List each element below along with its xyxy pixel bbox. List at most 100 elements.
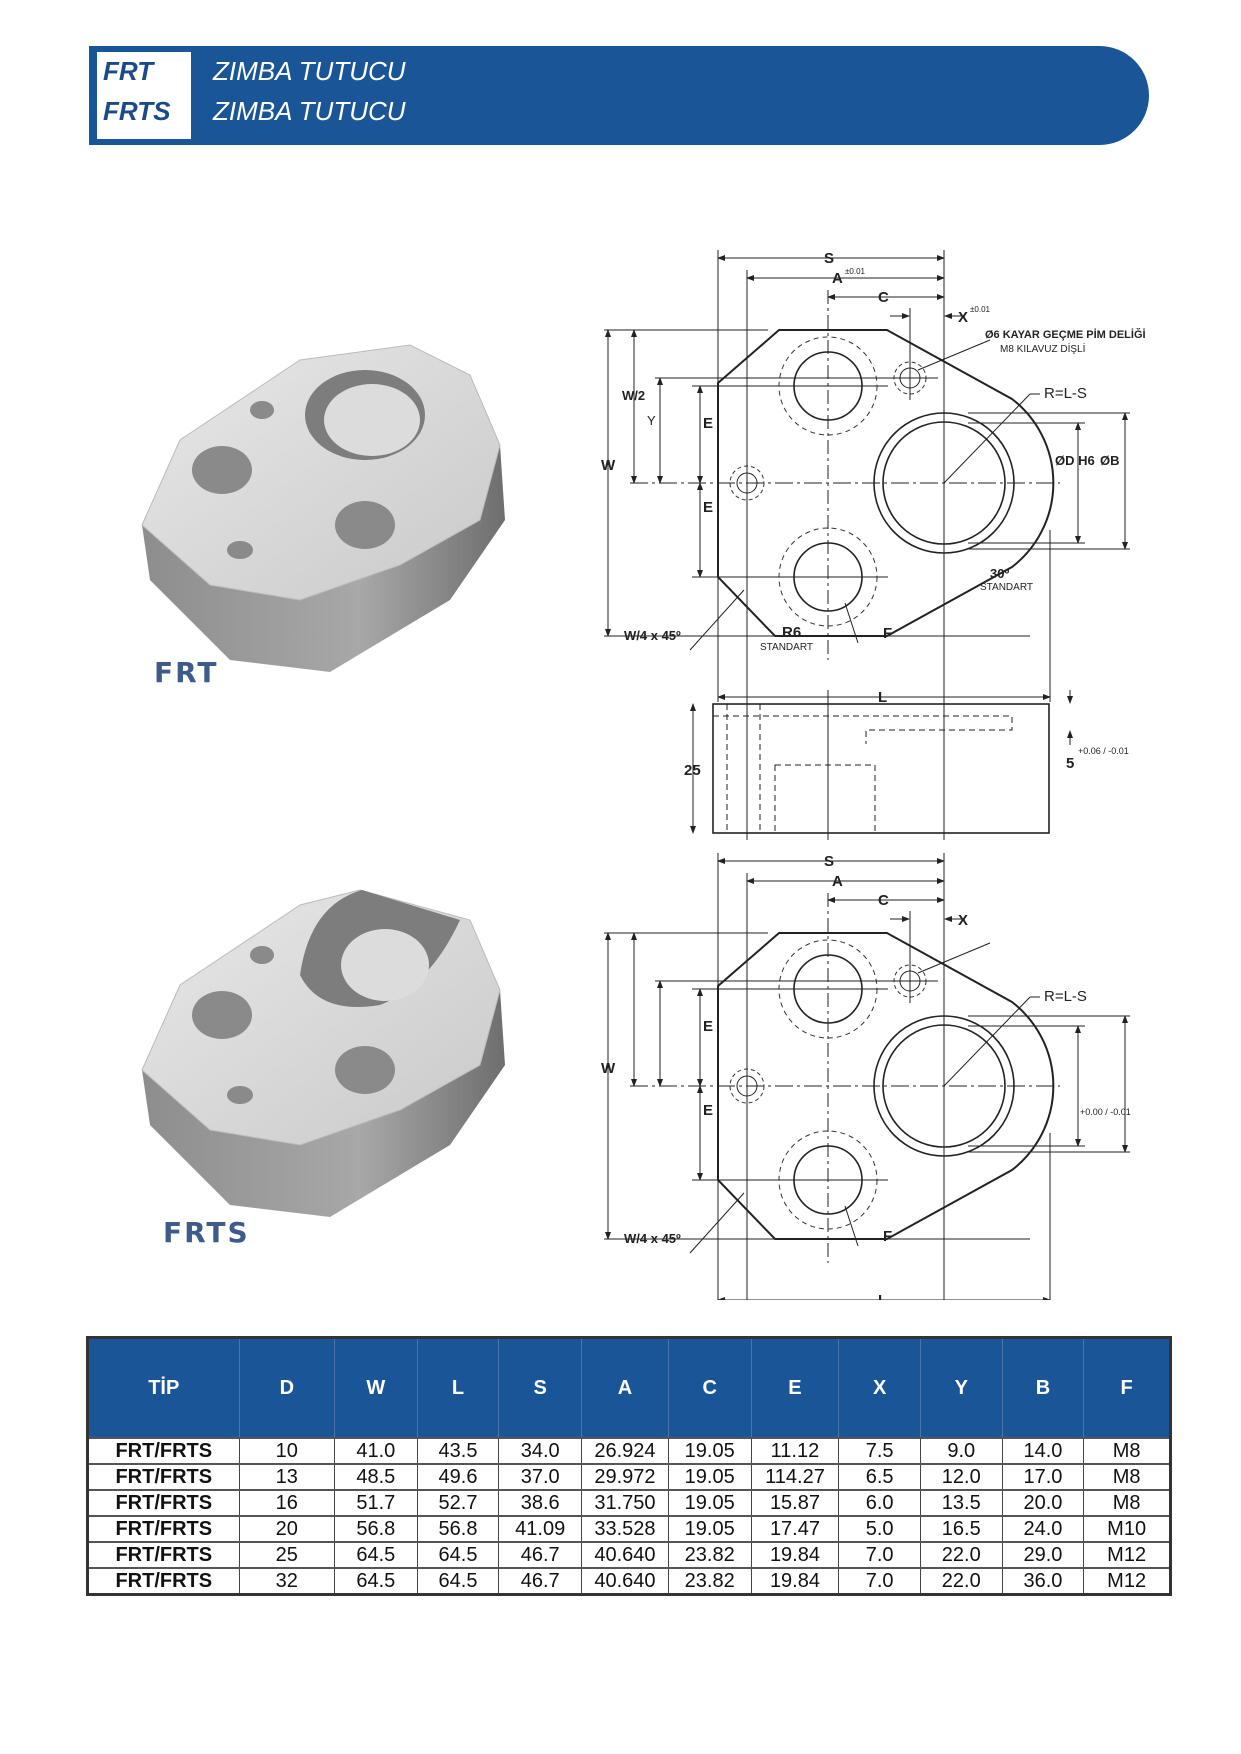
product-title: ZIMBA TUTUCU xyxy=(213,56,406,86)
table-cell: 17.0 xyxy=(1001,1463,1085,1491)
column-header: Y xyxy=(919,1337,1003,1438)
table-cell: 23.82 xyxy=(667,1567,752,1595)
column-header: W xyxy=(334,1337,418,1438)
table-cell: 49.6 xyxy=(416,1463,500,1491)
table-cell: 29.0 xyxy=(1001,1541,1085,1569)
table-cell: 46.7 xyxy=(498,1567,583,1595)
dim-c: C xyxy=(878,289,889,306)
frt-plan-view: S A ±0.01 C X ±0.01 Ø6 KAYAR GEÇME PİM D… xyxy=(601,250,1146,720)
table-cell: 64.5 xyxy=(334,1541,418,1569)
dim-f: F xyxy=(883,625,892,642)
table-cell: 19.05 xyxy=(667,1463,752,1491)
frt-3d-image xyxy=(141,344,505,672)
frt-image-label: FRT xyxy=(154,656,219,689)
column-header: D xyxy=(238,1337,335,1438)
table-cell: 14.0 xyxy=(1001,1437,1085,1465)
dim-c: C xyxy=(878,892,889,909)
table-cell: 32 xyxy=(238,1567,336,1595)
table-cell: 41.0 xyxy=(334,1437,418,1465)
table-cell: 36.0 xyxy=(1001,1567,1085,1595)
table-cell: 64.5 xyxy=(416,1567,500,1595)
dim-r: R=L-S xyxy=(1044,988,1087,1005)
table-cell: 15.87 xyxy=(750,1489,840,1517)
dim-depth: 5 xyxy=(1066,755,1074,772)
table-cell: 7.0 xyxy=(838,1567,921,1595)
dim-x: X xyxy=(958,912,968,929)
side-view xyxy=(690,690,1073,840)
dim-r: R=L-S xyxy=(1044,385,1087,402)
pin-note: M8 KILAVUZ DİŞLİ xyxy=(1000,342,1085,355)
column-header: F xyxy=(1083,1337,1171,1438)
dim-w: W xyxy=(601,1060,616,1077)
table-cell: 7.5 xyxy=(838,1437,921,1465)
column-header: L xyxy=(416,1337,499,1438)
product-code: FRTS xyxy=(103,96,171,126)
table-cell: 6.0 xyxy=(838,1489,921,1517)
table-cell: 48.5 xyxy=(334,1463,418,1491)
dim-a: A xyxy=(832,270,843,287)
dim-r6: R6 xyxy=(782,624,801,641)
table-cell: 64.5 xyxy=(416,1541,500,1569)
dim-chamfer: W/4 x 45º xyxy=(624,1231,681,1246)
technical-drawings: FRT FRTS S A ±0.01 C X ±0.01 Ø6 KAYAR GE… xyxy=(141,0,1146,1300)
table-cell: 17.47 xyxy=(750,1515,840,1543)
dim-angle: 30º xyxy=(990,566,1009,581)
dim-depth-tol: +0.06 / -0.01 xyxy=(1078,746,1129,756)
table-cell: 11.12 xyxy=(750,1437,840,1465)
table-cell: 13.5 xyxy=(919,1489,1003,1517)
table-cell: 25 xyxy=(238,1541,336,1569)
frts-image-label: FRTS xyxy=(163,1216,250,1249)
product-code: FRT xyxy=(103,56,154,86)
table-cell: 12.0 xyxy=(919,1463,1003,1491)
table-cell: 26.924 xyxy=(581,1437,669,1465)
column-header: B xyxy=(1001,1337,1084,1438)
table-cell: 16 xyxy=(238,1489,336,1517)
table-cell: 7.0 xyxy=(838,1541,921,1569)
table-cell: FRT/FRTS xyxy=(87,1515,240,1543)
table-cell: 6.5 xyxy=(838,1463,921,1491)
table-cell: 40.640 xyxy=(581,1541,669,1569)
dim-s: S xyxy=(824,853,834,870)
dim-x: X xyxy=(958,309,968,326)
table-cell: M8 xyxy=(1083,1463,1171,1491)
frts-plan-view: S A C X R=L-S W E E +0.00 / -0.01 W/4 x … xyxy=(601,853,1131,1300)
dim-l: L xyxy=(878,689,887,706)
table-cell: 29.972 xyxy=(581,1463,669,1491)
product-title: ZIMBA TUTUCU xyxy=(213,96,406,126)
table-cell: M12 xyxy=(1083,1541,1171,1569)
table-cell: 24.0 xyxy=(1001,1515,1085,1543)
table-cell: 16.5 xyxy=(919,1515,1003,1543)
table-cell: FRT/FRTS xyxy=(87,1463,240,1491)
table-cell: 10 xyxy=(238,1437,336,1465)
table-cell: 23.82 xyxy=(667,1541,752,1569)
table-cell: 19.05 xyxy=(667,1437,752,1465)
table-cell: 51.7 xyxy=(334,1489,418,1517)
table-cell: 52.7 xyxy=(416,1489,500,1517)
dim-height: 25 xyxy=(684,762,701,779)
table-cell: 31.750 xyxy=(581,1489,669,1517)
table-cell: M12 xyxy=(1083,1567,1171,1595)
table-cell: 41.09 xyxy=(498,1515,583,1543)
dim-s: S xyxy=(824,250,834,267)
dim-e: E xyxy=(703,415,713,432)
header-banner: FRT FRTS ZIMBA TUTUCU ZIMBA TUTUCU xyxy=(89,46,1149,145)
dim-e: E xyxy=(703,1018,713,1035)
dim-a-tol: ±0.01 xyxy=(845,267,866,276)
column-header: S xyxy=(498,1337,582,1438)
dim-x-tol: ±0.01 xyxy=(970,305,991,314)
dim-y: Y xyxy=(647,413,656,428)
table-cell: 43.5 xyxy=(416,1437,500,1465)
table-cell: 13 xyxy=(238,1463,336,1491)
table-cell: M8 xyxy=(1083,1489,1171,1517)
dim-e: E xyxy=(703,499,713,516)
table-cell: M10 xyxy=(1083,1515,1171,1543)
table-cell: 22.0 xyxy=(919,1541,1003,1569)
table-cell: FRT/FRTS xyxy=(87,1541,240,1569)
